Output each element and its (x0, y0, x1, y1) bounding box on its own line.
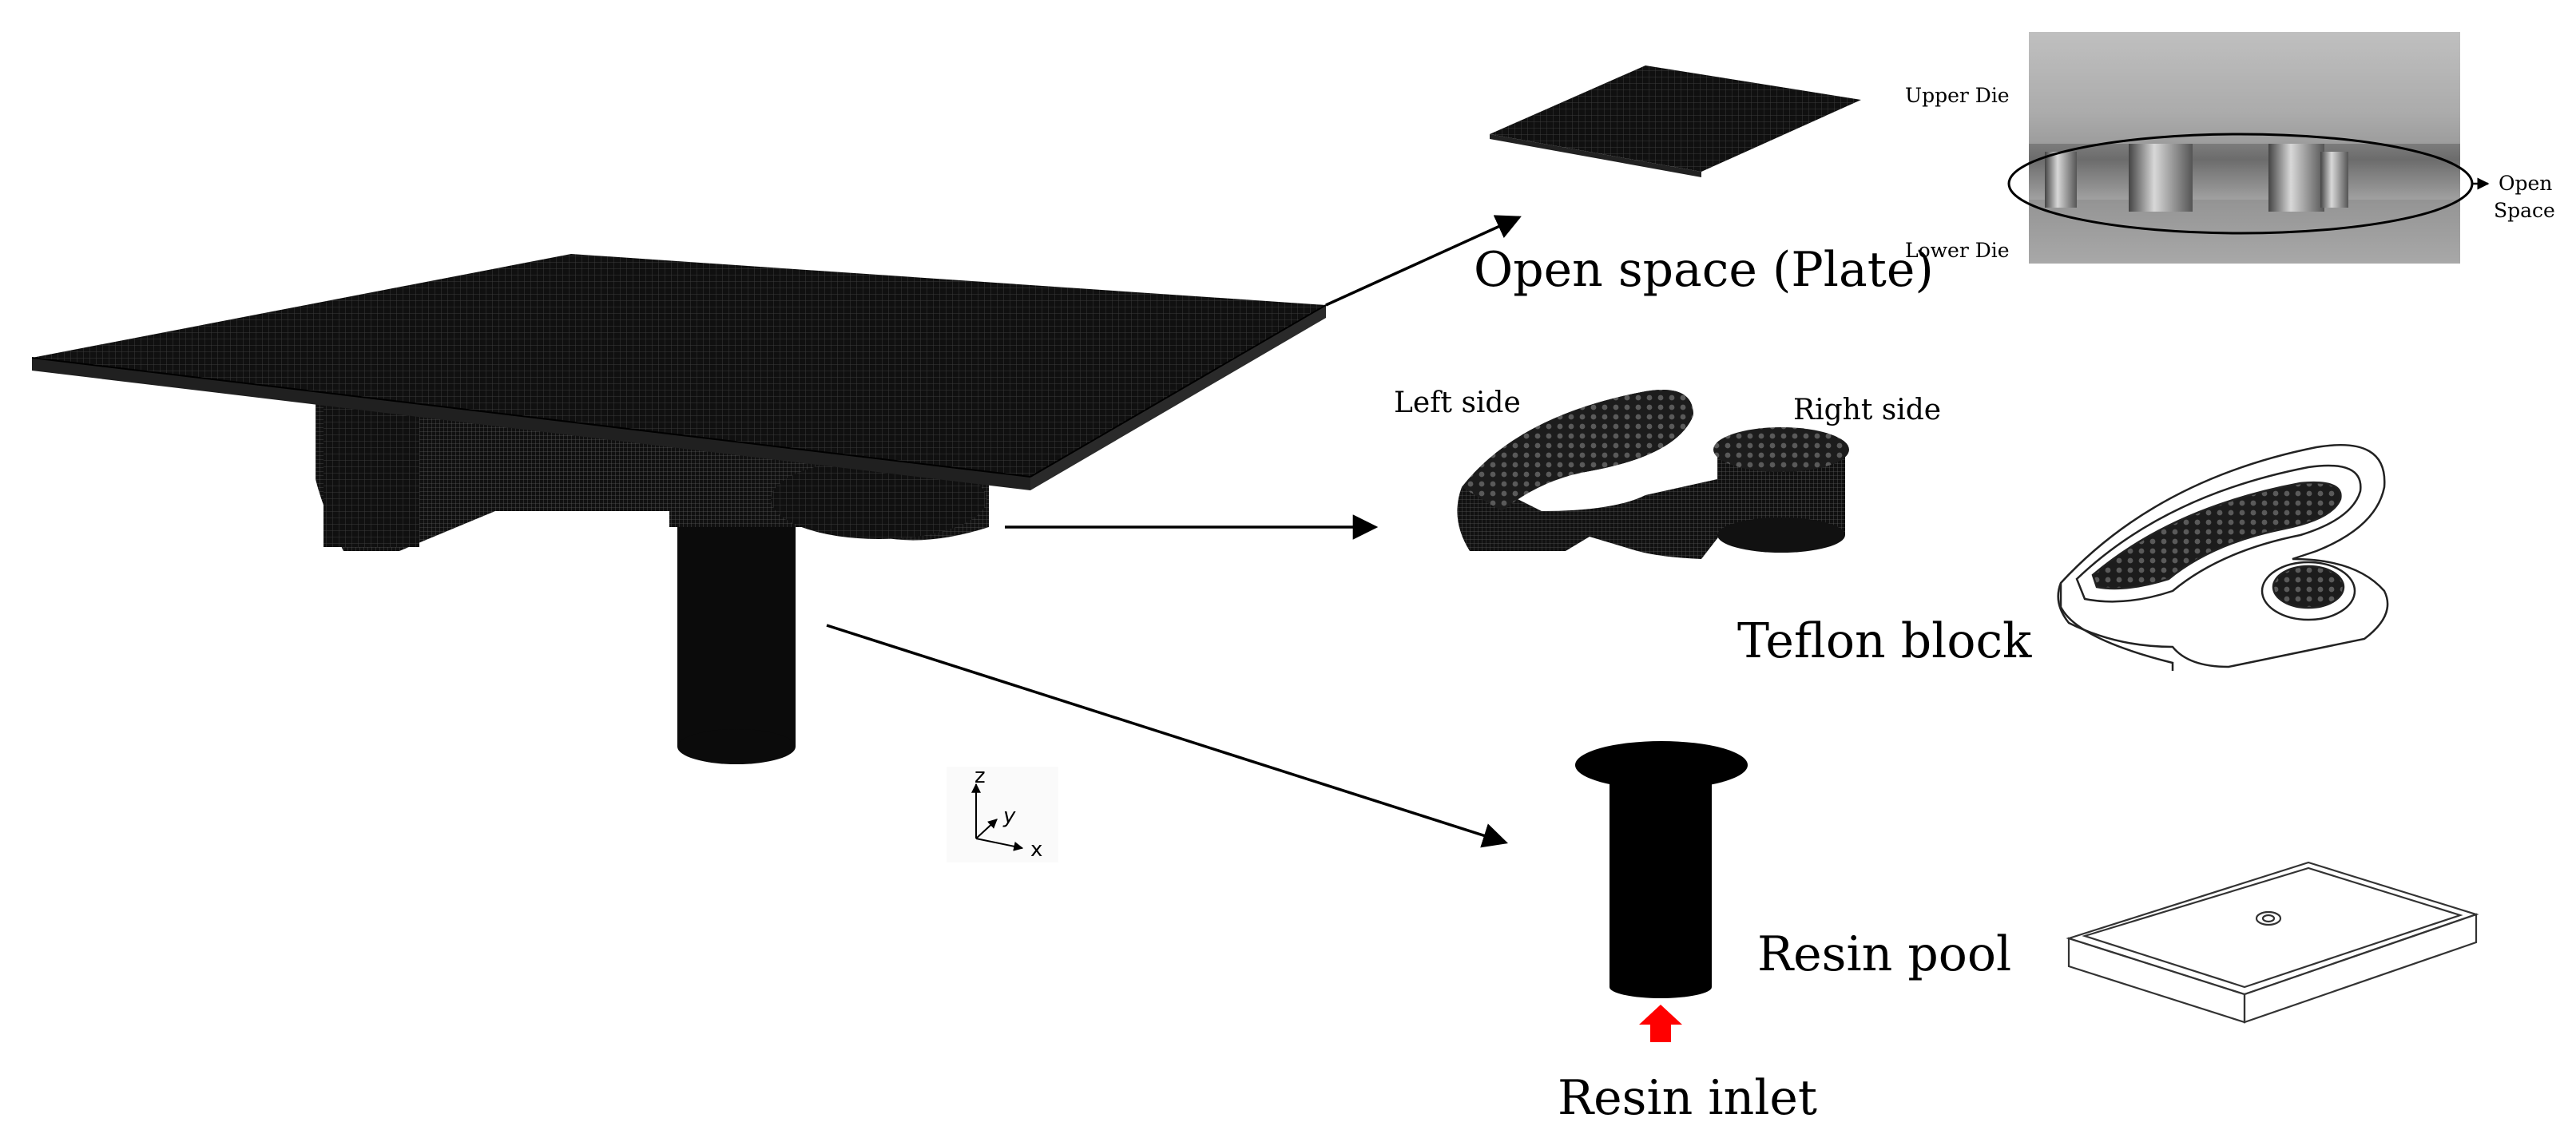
resin-pool-cad (2066, 861, 2479, 1024)
arrow-to-resin-pool (826, 624, 1509, 848)
upper-die-label: Upper Die (1905, 84, 2010, 107)
resin-pool-label: Resin pool (1757, 926, 2011, 982)
axis-y-label: y (1002, 804, 1016, 828)
teflon-block-cad (2057, 443, 2389, 671)
open-space-label: Open space (Plate) (1474, 242, 1934, 298)
axes-triad: z y x (947, 764, 1058, 862)
resin-inlet-arrow (1639, 1005, 1682, 1042)
lower-die-label: Lower Die (1905, 239, 2010, 262)
teflon-block-label: Teflon block (1737, 613, 2032, 669)
teflon-block-mesh (1457, 390, 1849, 559)
resin-pool-mesh (1575, 741, 1748, 998)
open-space-callout-line2: Space (2494, 199, 2555, 222)
resin-inlet-label: Resin inlet (1558, 1070, 1817, 1126)
axis-z-label: z (974, 764, 986, 788)
open-space-plate-mesh (1490, 65, 1861, 177)
right-side-top (1713, 427, 1849, 472)
assembly-mesh-model (31, 254, 1327, 764)
die-photo (2007, 32, 2490, 264)
arrow-to-open-space (1325, 215, 1522, 307)
left-side-label: Left side (1394, 387, 1521, 419)
assembly-plate (31, 254, 1327, 490)
axis-x-label: x (1030, 838, 1042, 862)
right-side-label: Right side (1793, 394, 1941, 426)
open-space-callout-line1: Open (2499, 172, 2552, 195)
